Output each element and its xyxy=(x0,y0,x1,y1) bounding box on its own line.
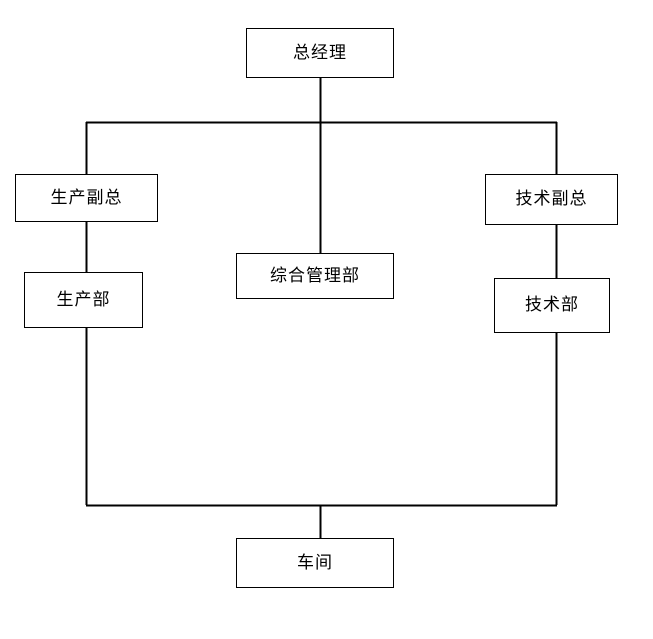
node-admin-department[interactable]: 综合管理部 xyxy=(236,253,394,299)
node-label-admin-department: 综合管理部 xyxy=(270,265,360,286)
node-technical-department[interactable]: 技术部 xyxy=(494,278,610,333)
node-label-workshop: 车间 xyxy=(297,552,333,573)
node-label-production-department: 生产部 xyxy=(56,289,111,310)
node-label-general-manager: 总经理 xyxy=(293,42,347,63)
node-label-technical-department: 技术部 xyxy=(525,295,579,315)
node-label-technical-vp: 技术副总 xyxy=(515,189,588,209)
node-label-production-vp: 生产副总 xyxy=(50,187,123,208)
node-technical-vp[interactable]: 技术副总 xyxy=(485,174,618,225)
node-workshop[interactable]: 车间 xyxy=(236,538,394,588)
node-general-manager[interactable]: 总经理 xyxy=(246,28,394,78)
node-production-vp[interactable]: 生产副总 xyxy=(15,174,158,222)
node-production-department[interactable]: 生产部 xyxy=(24,272,143,328)
